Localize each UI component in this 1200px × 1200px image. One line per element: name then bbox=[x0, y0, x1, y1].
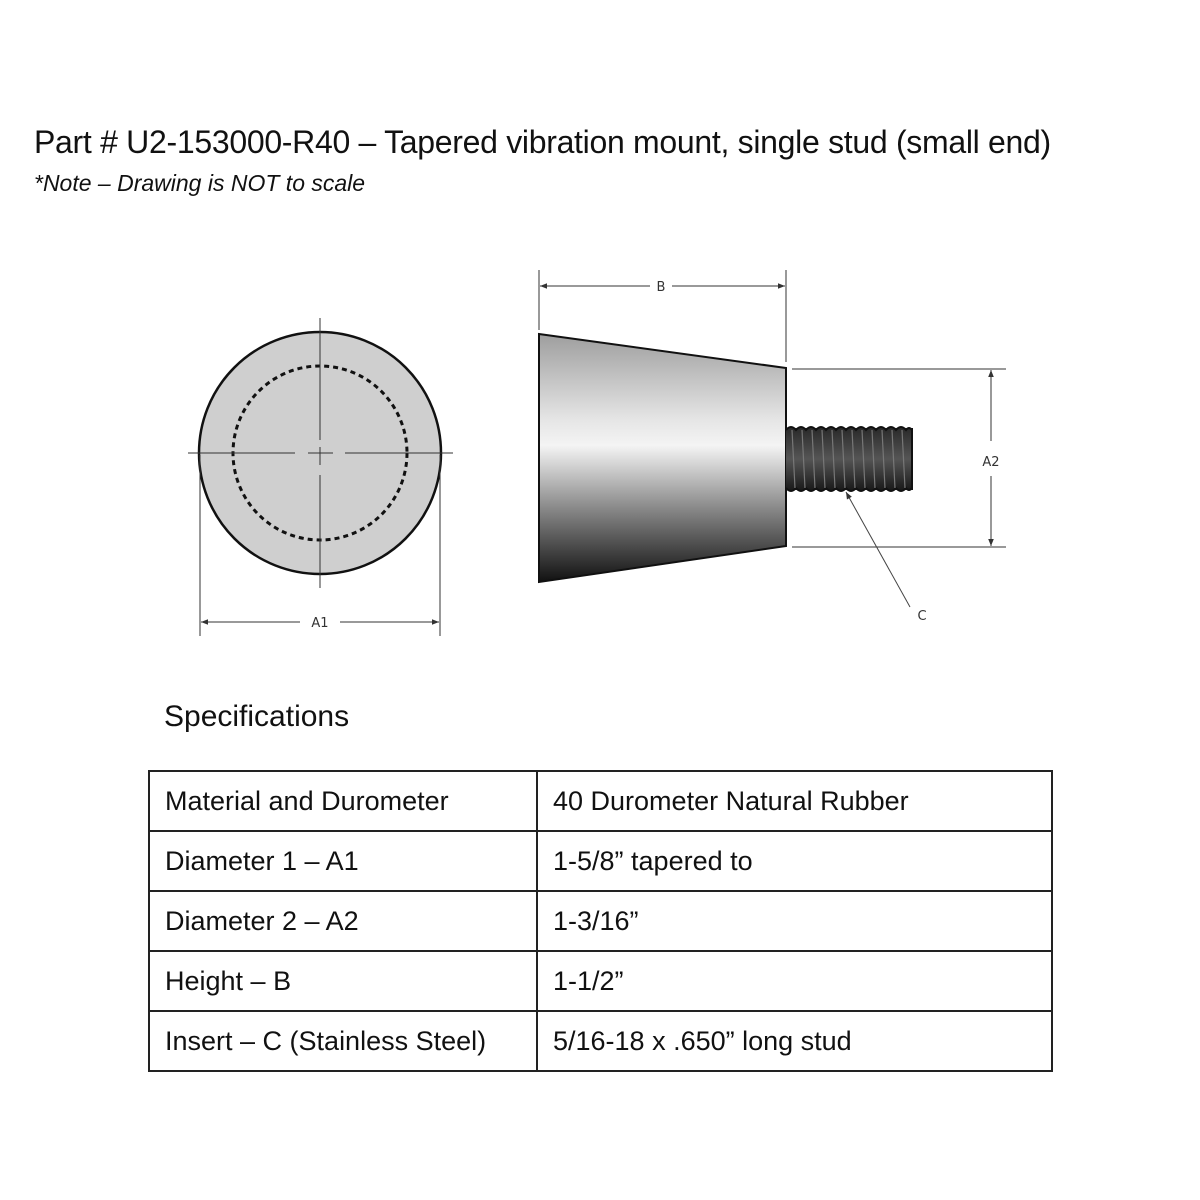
dimension-label-a2: A2 bbox=[982, 455, 999, 470]
table-row: Diameter 2 – A2 1-3/16” bbox=[148, 890, 1053, 952]
spec-label: Diameter 2 – A2 bbox=[148, 890, 538, 952]
dimension-label-b: B bbox=[657, 280, 666, 295]
side-view: B A2 C bbox=[538, 270, 1006, 624]
specifications-table: Material and Durometer 40 Durometer Natu… bbox=[148, 770, 1053, 1072]
end-view: A1 bbox=[188, 318, 453, 636]
specifications-heading: Specifications bbox=[164, 700, 350, 733]
table-row: Material and Durometer 40 Durometer Natu… bbox=[148, 770, 1053, 832]
tapered-body bbox=[538, 332, 787, 584]
spec-value: 40 Durometer Natural Rubber bbox=[536, 770, 1053, 832]
spec-value: 1-1/2” bbox=[536, 950, 1053, 1012]
dimension-label-a1: A1 bbox=[311, 616, 328, 631]
spec-label: Insert – C (Stainless Steel) bbox=[148, 1010, 538, 1072]
spec-label: Height – B bbox=[148, 950, 538, 1012]
spec-label: Diameter 1 – A1 bbox=[148, 830, 538, 892]
scale-note: *Note – Drawing is NOT to scale bbox=[34, 170, 366, 196]
threaded-stud bbox=[785, 426, 913, 492]
spec-label: Material and Durometer bbox=[148, 770, 538, 832]
technical-drawing: A1 B A2 bbox=[188, 270, 1006, 636]
spec-value: 1-5/8” tapered to bbox=[536, 830, 1053, 892]
table-row: Height – B 1-1/2” bbox=[148, 950, 1053, 1012]
table-row: Diameter 1 – A1 1-5/8” tapered to bbox=[148, 830, 1053, 892]
spec-value: 1-3/16” bbox=[536, 890, 1053, 952]
spec-value: 5/16-18 x .650” long stud bbox=[536, 1010, 1053, 1072]
page-title: Part # U2-153000-R40 – Tapered vibration… bbox=[34, 124, 1051, 160]
leader-label-c: C bbox=[917, 609, 926, 624]
table-row: Insert – C (Stainless Steel) 5/16-18 x .… bbox=[148, 1010, 1053, 1072]
